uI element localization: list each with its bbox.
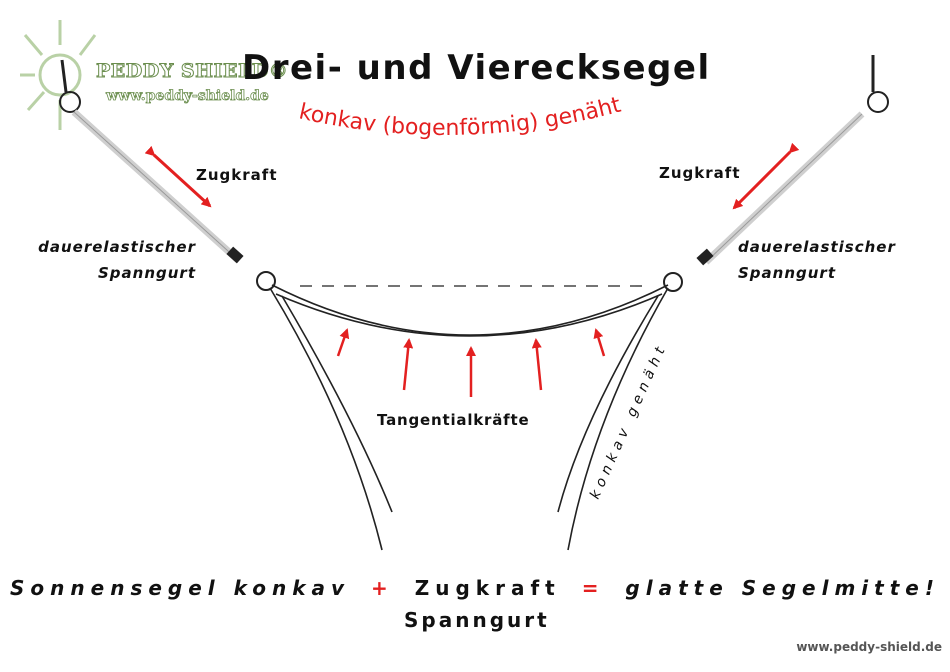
formula-plus: + xyxy=(371,576,394,600)
tangential-arrow-1 xyxy=(336,328,350,357)
sail-outline xyxy=(269,284,669,551)
right-ring-icon xyxy=(663,272,683,292)
zugkraft-left-arrow xyxy=(144,145,212,208)
logo-text: PEDDY SHIELD® xyxy=(95,60,289,83)
formula-equals: = xyxy=(581,576,605,600)
right-hook-icon xyxy=(867,55,889,113)
tangential-arrows xyxy=(336,328,606,397)
zugkraft-right-arrow xyxy=(732,142,800,210)
tangential-arrow-4 xyxy=(531,338,543,391)
formula-part1: Sonnensegel konkav xyxy=(10,576,351,600)
gurt-left-label: dauerelastischer Spanngurt xyxy=(18,234,196,286)
gurt-left-line2: Spanngurt xyxy=(97,264,196,282)
logo-sun-icon xyxy=(20,20,97,130)
tangential-arrow-5 xyxy=(593,328,606,357)
formula-part3: glatte Segelmitte! xyxy=(625,576,940,600)
left-strap-buckle xyxy=(226,246,244,264)
subtitle-text: konkav (bogenförmig) genäht xyxy=(297,93,624,141)
gurt-right-line2: Spanngurt xyxy=(738,264,837,282)
left-hook-icon xyxy=(59,59,81,113)
formula-part2: Zugkraft xyxy=(414,576,561,600)
footer-url: www.peddy-shield.de xyxy=(796,640,942,654)
zugkraft-right-label: Zugkraft xyxy=(659,164,741,182)
gurt-right-line1: dauerelastischer xyxy=(738,238,896,256)
formula-line2: Spanngurt xyxy=(404,608,550,632)
logo-url: www.peddy-shield.de xyxy=(106,88,270,105)
tangential-label: Tangentialkräfte xyxy=(377,411,530,429)
tangential-arrow-2 xyxy=(402,338,414,391)
formula-line: Sonnensegel konkav + Zugkraft = glatte S… xyxy=(0,576,950,600)
gurt-left-line1: dauerelastischer xyxy=(38,238,196,256)
page-title: Drei- und Vierecksegel xyxy=(242,48,711,88)
right-strap-buckle xyxy=(696,248,714,266)
left-ring-icon xyxy=(256,271,276,291)
gurt-right-label: dauerelastischer Spanngurt xyxy=(738,234,896,286)
zugkraft-left-label: Zugkraft xyxy=(196,166,278,184)
